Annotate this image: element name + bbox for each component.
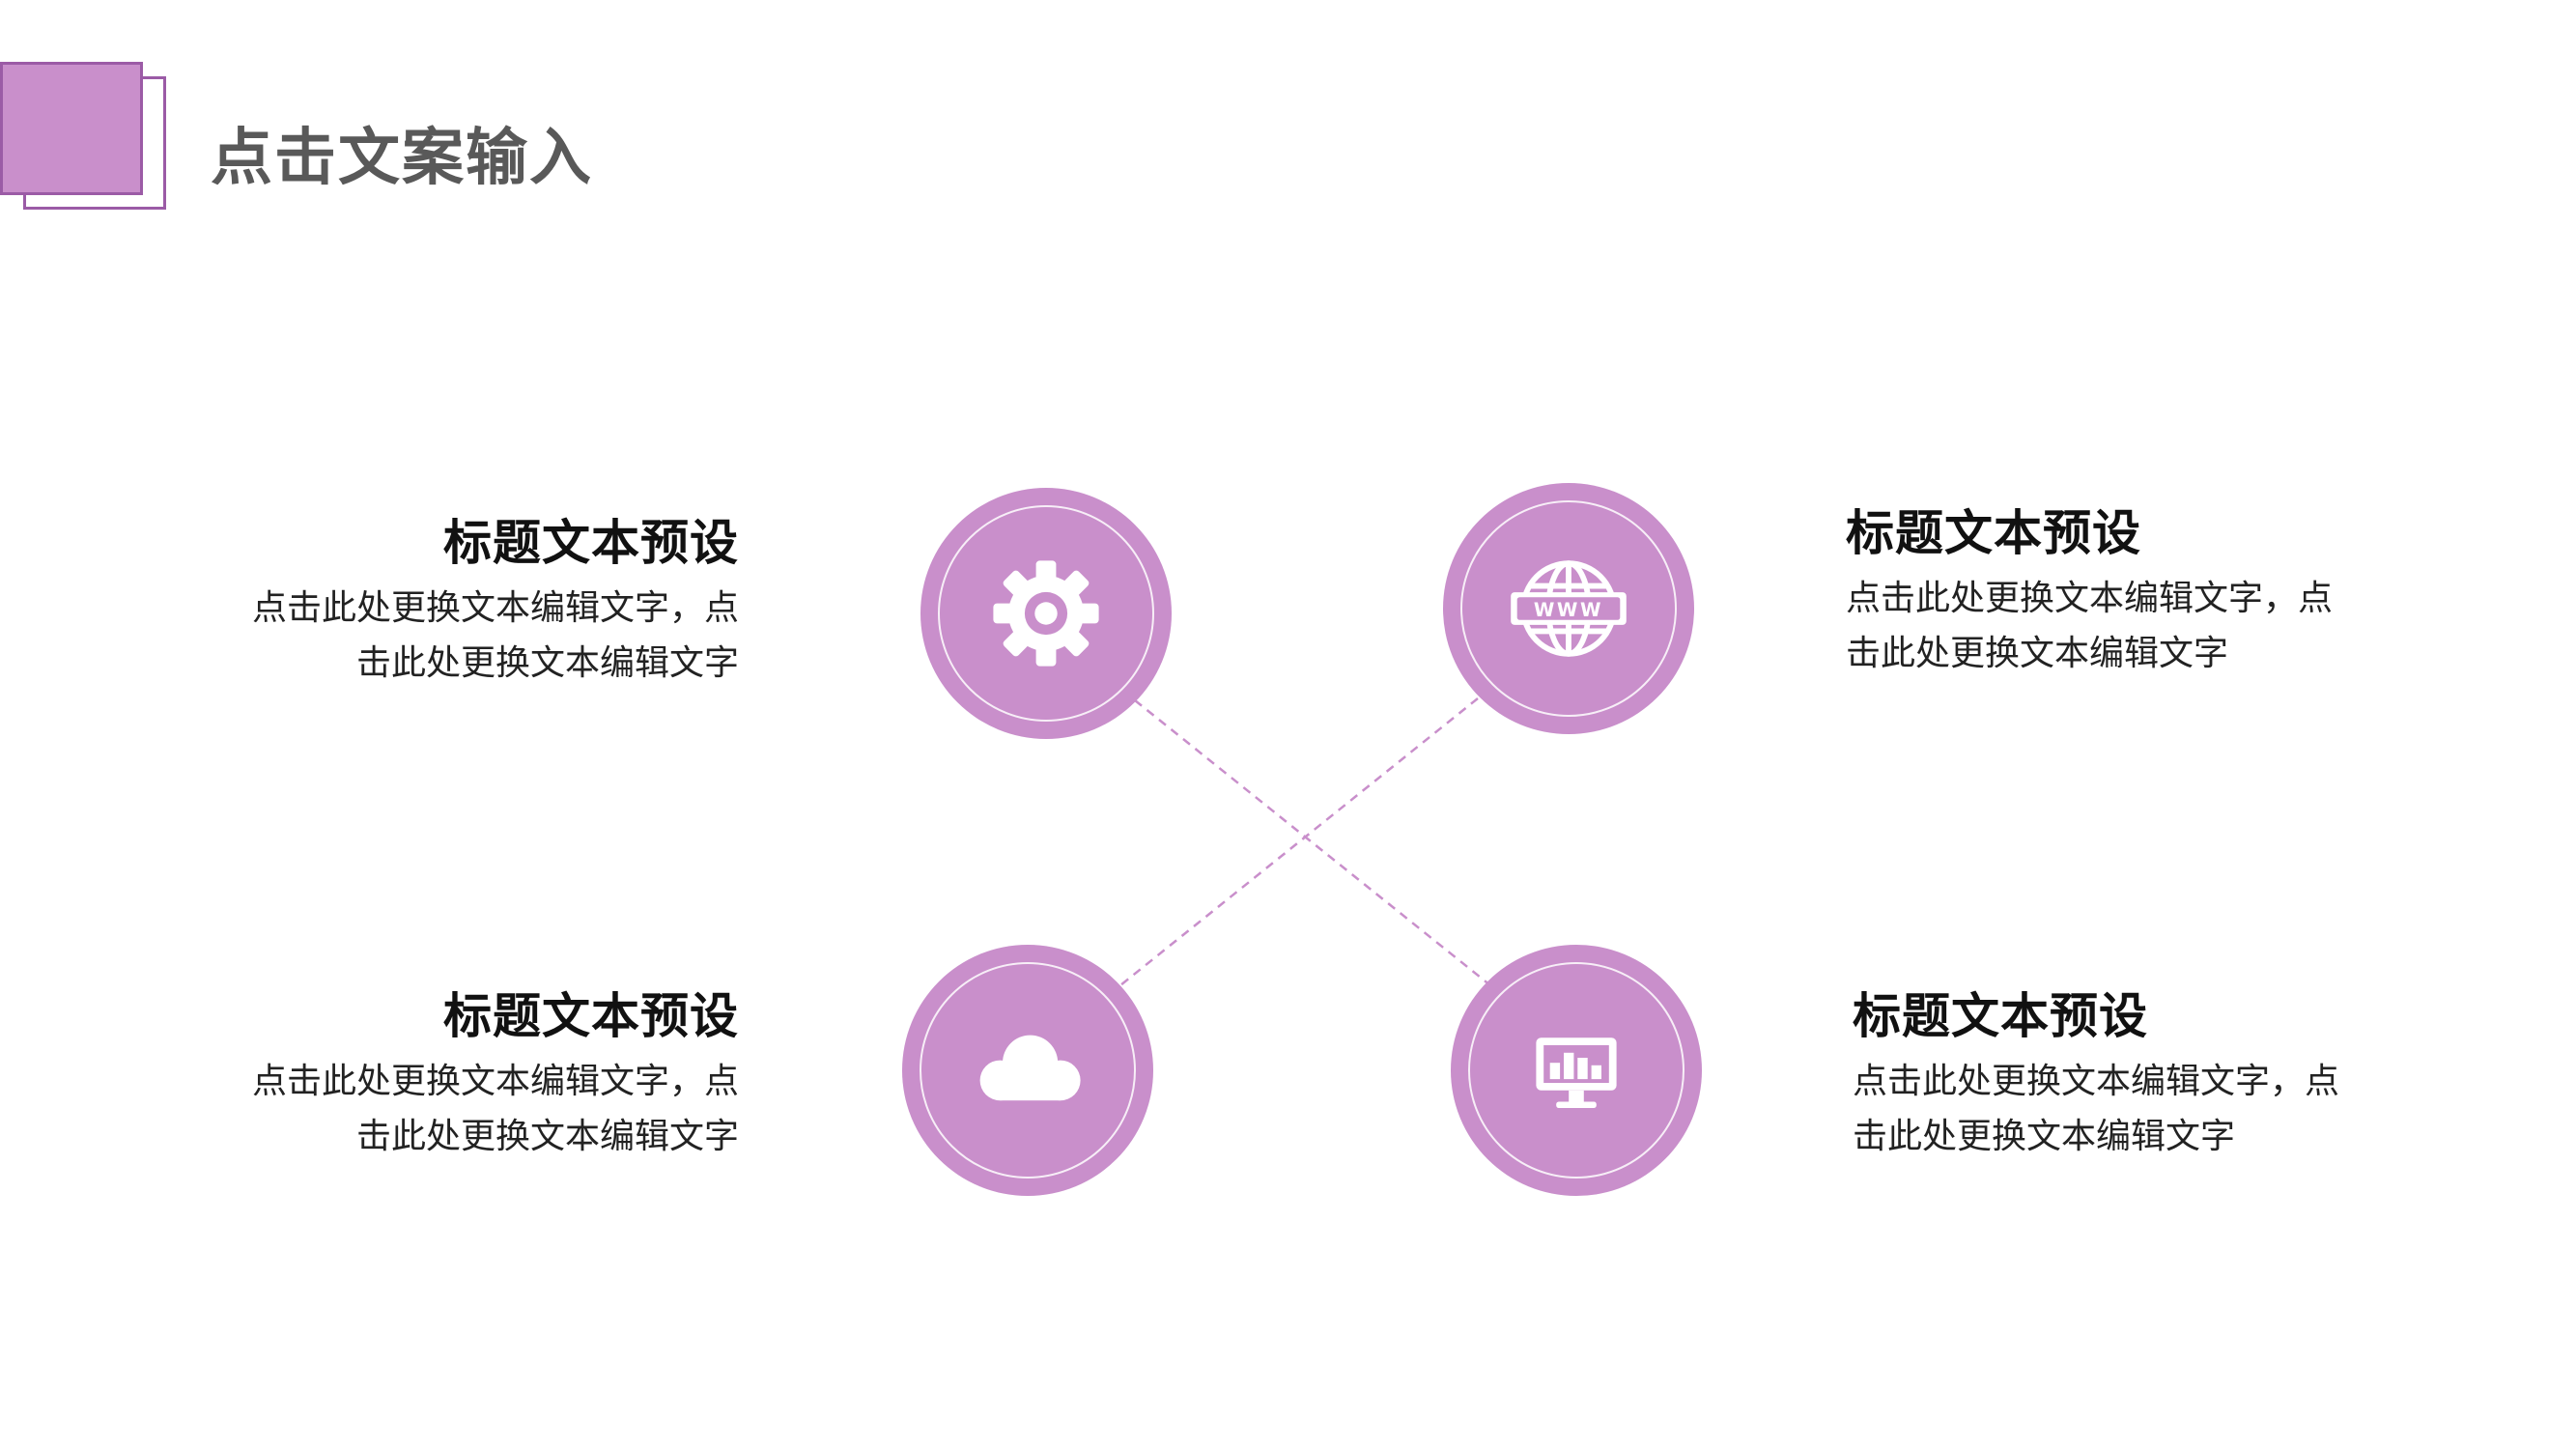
- www-label: WWW: [1534, 599, 1603, 621]
- item-body[interactable]: 点击此处更换文本编辑文字，点 击此处更换文本编辑文字: [198, 1054, 739, 1164]
- item-title[interactable]: 标题文本预设: [443, 988, 739, 1044]
- item-body[interactable]: 点击此处更换文本编辑文字，点 击此处更换文本编辑文字: [1846, 571, 2387, 681]
- gear-icon: [993, 560, 1099, 667]
- circle-gear[interactable]: [920, 488, 1172, 739]
- item-body-line: 击此处更换文本编辑文字: [355, 643, 739, 683]
- item-text-bottom-left: 标题文本预设 点击此处更换文本编辑文字，点 击此处更换文本编辑文字: [198, 982, 739, 1164]
- circle-cloud[interactable]: [902, 945, 1153, 1196]
- circle-ring: [1460, 500, 1677, 717]
- circle-ring: [938, 505, 1154, 722]
- cloud-icon: [979, 1035, 1081, 1101]
- circle-ring: [920, 962, 1136, 1179]
- connector-line-diagonal-up: [1119, 697, 1479, 986]
- page-title[interactable]: 点击文案输入: [211, 123, 593, 194]
- item-body[interactable]: 点击此处更换文本编辑文字，点 击此处更换文本编辑文字: [1853, 1054, 2393, 1164]
- item-text-top-right: 标题文本预设 点击此处更换文本编辑文字，点 击此处更换文本编辑文字: [1846, 499, 2387, 681]
- item-body[interactable]: 点击此处更换文本编辑文字，点 击此处更换文本编辑文字: [198, 581, 739, 691]
- monitor-chart-icon: [1536, 1037, 1617, 1108]
- circle-ring: [1468, 962, 1684, 1179]
- item-text-top-left: 标题文本预设 点击此处更换文本编辑文字，点 击此处更换文本编辑文字: [198, 509, 739, 691]
- header-decoration-square: [0, 62, 143, 195]
- item-body-line: 击此处更换文本编辑文字: [1846, 634, 2229, 673]
- connector-line-diagonal-down: [1134, 699, 1496, 990]
- circle-globe[interactable]: WWW: [1443, 483, 1694, 734]
- item-title[interactable]: 标题文本预设: [443, 515, 739, 571]
- item-title[interactable]: 标题文本预设: [1853, 988, 2148, 1044]
- circle-monitor[interactable]: [1451, 945, 1702, 1196]
- item-body-line: 点击此处更换文本编辑文字，点: [1846, 579, 2334, 618]
- item-body-line: 击此处更换文本编辑文字: [355, 1117, 739, 1156]
- item-title[interactable]: 标题文本预设: [1846, 505, 2141, 561]
- item-body-line: 点击此处更换文本编辑文字，点: [251, 1062, 739, 1101]
- item-text-bottom-right: 标题文本预设 点击此处更换文本编辑文字，点 击此处更换文本编辑文字: [1853, 982, 2393, 1164]
- item-body-line: 点击此处更换文本编辑文字，点: [1853, 1062, 2340, 1101]
- globe-www-icon: WWW: [1511, 560, 1627, 657]
- item-body-line: 击此处更换文本编辑文字: [1853, 1117, 2236, 1156]
- item-body-line: 点击此处更换文本编辑文字，点: [251, 588, 739, 628]
